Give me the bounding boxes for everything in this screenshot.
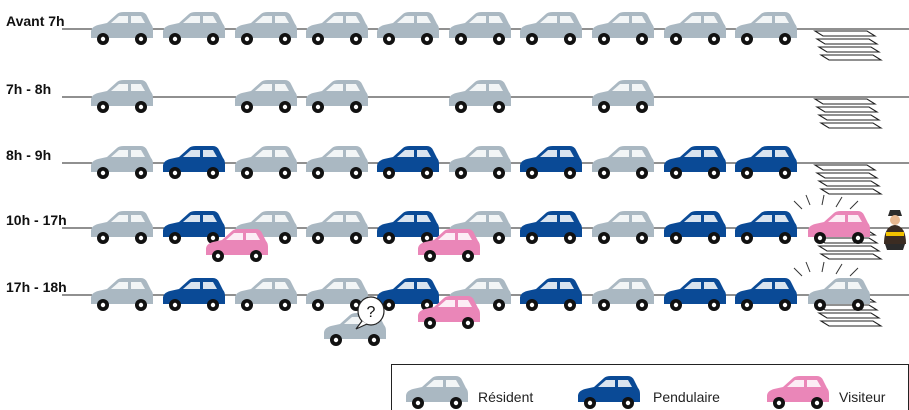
legend-car-icon-resident [406, 376, 468, 409]
row-label: 7h - 8h [6, 81, 52, 97]
crosswalk-icon [813, 98, 883, 129]
alert-lines [793, 261, 859, 277]
legend-label-commuter: Pendulaire [653, 389, 720, 405]
legend-label-resident: Résident [478, 389, 534, 405]
row-label: Avant 7h [6, 13, 65, 29]
legend-car-icon-commuter [578, 376, 640, 409]
crosswalk-icon [813, 30, 883, 61]
row-label: 17h - 18h [6, 279, 67, 295]
legend-car-icon-visitor [767, 376, 829, 409]
speech-bubble-icon: ? [355, 296, 385, 330]
row-label: 8h - 9h [6, 147, 52, 163]
police-officer-icon [884, 210, 906, 250]
legend-label-visitor: Visiteur [839, 389, 886, 405]
crosswalk-icon [813, 164, 883, 195]
row-label: 10h - 17h [6, 212, 67, 228]
question-mark: ? [367, 304, 376, 321]
alert-lines [793, 194, 859, 210]
